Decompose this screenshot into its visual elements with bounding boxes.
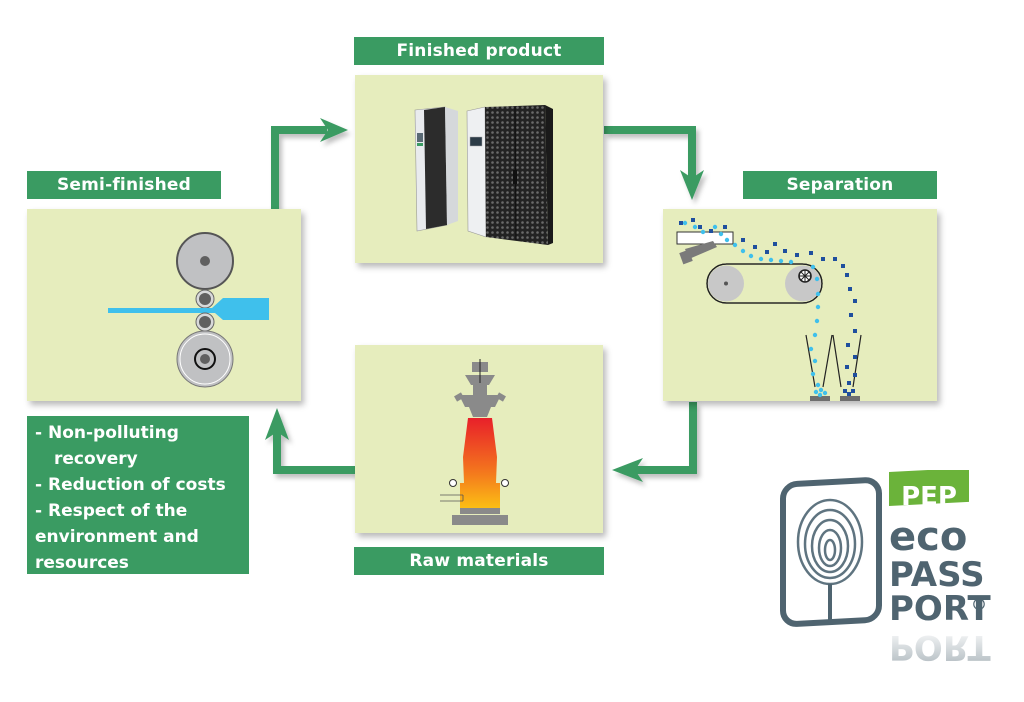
rolling-mill-illustration <box>108 232 269 388</box>
stage-label-finished-product: Finished product <box>354 37 604 65</box>
arrow-finished-to-separation <box>604 126 704 200</box>
stage-label-text: Separation <box>786 175 894 195</box>
blast-furnace-illustration <box>440 359 509 525</box>
tuyere-right <box>501 479 509 487</box>
pep-ecopassport-logo: PEP eco PASS PORT ® PORT <box>775 467 995 674</box>
stage-panel-finished-product <box>355 75 603 263</box>
metal-sheet-icon <box>108 298 269 320</box>
large-cabinet-icon <box>466 105 553 245</box>
benefits-box: - Non-polluting recovery - Reduction of … <box>27 416 249 574</box>
lower-small-roller-icon <box>195 312 215 332</box>
small-cabinet-icon <box>414 106 458 232</box>
top-roller-icon <box>176 232 234 290</box>
registered-mark: ® <box>971 595 987 614</box>
arrow-semi-to-finished <box>271 118 348 210</box>
upper-small-roller-icon <box>195 289 215 309</box>
arrow-raw-to-semi <box>265 408 355 474</box>
conveyor-belt-icon <box>706 263 823 304</box>
stage-label-text: Semi-finished <box>56 175 192 195</box>
logo-reflection: PORT <box>889 627 991 667</box>
fingerprint-tree-icon <box>780 477 882 627</box>
pep-badge <box>889 467 969 507</box>
furnace-body-icon <box>460 418 500 510</box>
arrow-separation-to-raw <box>612 402 697 482</box>
bin-base-left <box>810 396 830 401</box>
feeder-hopper-icon <box>676 231 734 265</box>
benefit-line: - Non-polluting <box>35 423 179 443</box>
stage-label-separation: Separation <box>743 171 937 199</box>
stage-label-text: Raw materials <box>409 551 549 571</box>
sorting-conveyor-illustration <box>676 218 862 401</box>
stage-panel-semi-finished <box>27 209 301 401</box>
benefit-line: environment and <box>35 527 199 547</box>
benefit-line: recovery <box>54 449 138 469</box>
stage-label-text: Finished product <box>396 41 562 61</box>
benefit-line: resources <box>35 553 129 573</box>
stage-panel-raw-materials <box>355 345 603 533</box>
stage-label-semi-finished: Semi-finished <box>27 171 221 199</box>
benefit-line: - Reduction of costs <box>35 475 226 495</box>
furnace-hearth <box>460 508 500 514</box>
svg-text:PORT: PORT <box>889 627 991 667</box>
stage-label-raw-materials: Raw materials <box>354 547 604 575</box>
stage-panel-separation <box>663 209 937 401</box>
logo-pass-text: PASS <box>889 555 985 595</box>
furnace-top-icon <box>454 359 506 417</box>
light-particles <box>682 220 828 398</box>
logo-port-text: PORT <box>889 589 991 629</box>
dark-particles <box>679 218 857 396</box>
benefit-line: - Respect of the <box>35 501 188 521</box>
ups-cabinets-illustration <box>414 105 553 245</box>
bottom-roller-icon <box>176 330 234 388</box>
bin-base-right <box>840 396 860 401</box>
logo-eco-text: eco <box>889 514 967 560</box>
collection-bins-icon <box>805 334 862 388</box>
furnace-base <box>452 515 508 525</box>
tap-hole-icon <box>440 494 464 502</box>
pep-badge-text: PEP <box>901 482 957 512</box>
tuyere-left <box>449 479 457 487</box>
